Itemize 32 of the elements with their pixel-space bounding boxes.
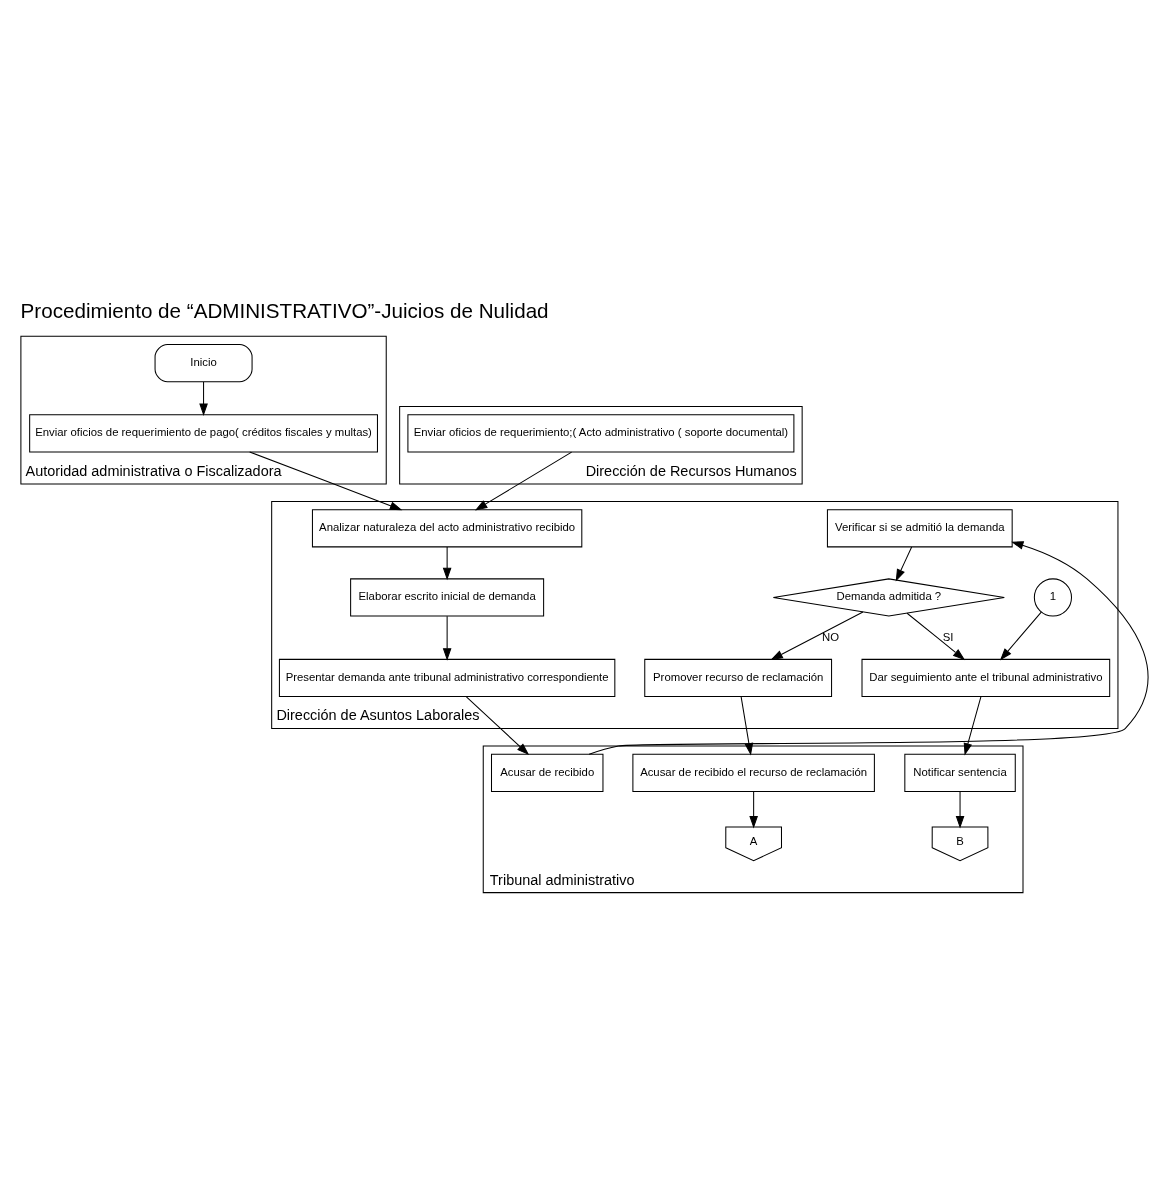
diagram-title: Procedimiento de “ADMINISTRATIVO”-Juicios de Nulidad	[20, 298, 549, 322]
arrow	[895, 545, 913, 581]
arrow	[955, 790, 965, 828]
node-box: Presentar demanda ante tribunal administrativo correspondiente	[278, 658, 616, 697]
arrow	[963, 695, 982, 755]
edge-label: SI	[942, 630, 954, 643]
arrow	[770, 610, 864, 660]
node-box: Elaborar escrito inicial de demanda	[350, 577, 545, 617]
node-box: Enviar oficios de requerimiento;( Acto administrativo ( soporte documental)	[407, 413, 795, 452]
node-box: Promover recurso de reclamación	[644, 658, 833, 697]
node-box: Acusar de recibido el recurso de reclamación	[632, 753, 875, 792]
node-box: Analizar naturaleza del acto administrativo recibido	[311, 508, 583, 547]
arrow	[474, 451, 573, 510]
node-box: Notificar sentencia	[904, 753, 1016, 792]
edge-label: NO	[822, 630, 840, 643]
arrow	[999, 611, 1042, 660]
node-diamond: Demanda admitida ?	[772, 577, 1005, 617]
node-box: Verificar si se admitió la demanda	[826, 508, 1013, 547]
node-box: Dar seguimiento ante el tribunal administrativo	[861, 658, 1111, 697]
arrow	[465, 695, 530, 755]
arrow	[442, 615, 452, 661]
arrow	[249, 450, 403, 510]
arrow	[740, 695, 754, 756]
arrow	[442, 545, 452, 580]
arrow	[588, 540, 1149, 755]
node-circle: 1	[1033, 577, 1073, 617]
arrow	[749, 790, 758, 828]
node-box: Inicio	[154, 343, 253, 382]
arrow	[199, 381, 208, 416]
node-box: Acusar de recibido	[491, 753, 604, 792]
node-box: Enviar oficios de requerimiento de pago( créditos fiscales y multas)	[29, 413, 378, 452]
arrow	[906, 612, 966, 660]
